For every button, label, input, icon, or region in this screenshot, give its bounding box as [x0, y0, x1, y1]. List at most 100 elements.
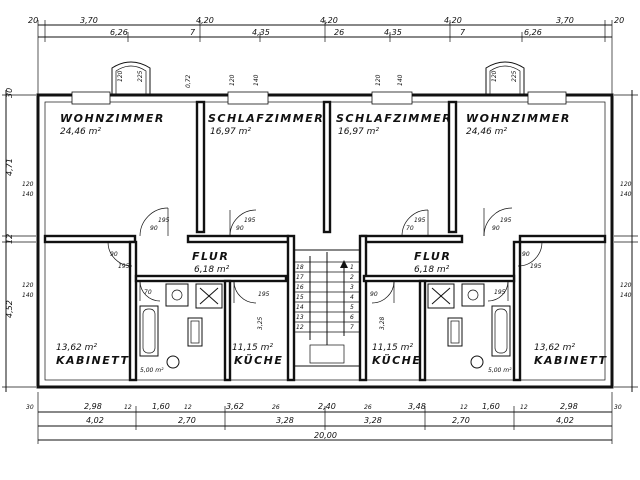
svg-text:3,25: 3,25 [257, 316, 264, 330]
svg-text:2,98: 2,98 [84, 402, 102, 411]
svg-text:12: 12 [184, 404, 192, 411]
svg-text:120: 120 [117, 70, 124, 82]
svg-text:12: 12 [124, 404, 132, 411]
room-name-flur-right: FLUR [414, 250, 451, 263]
svg-text:195: 195 [258, 291, 270, 298]
room-name-kueche-left: KÜCHE [234, 353, 283, 367]
total-width: 20,00 [314, 431, 337, 440]
svg-text:140: 140 [397, 74, 404, 86]
svg-text:140: 140 [620, 191, 632, 198]
door-labels: 90 195 90 195 70 195 90 195 90 195 90 19… [110, 217, 542, 298]
svg-text:0,72: 0,72 [185, 74, 192, 88]
top-dim-3: 4,20 [196, 16, 214, 25]
top-window-labels: 120 140 120 140 [229, 74, 404, 86]
svg-text:30: 30 [26, 404, 34, 411]
svg-text:70: 70 [406, 225, 414, 232]
svg-text:5: 5 [350, 304, 354, 311]
svg-text:1: 1 [350, 264, 354, 271]
svg-text:90: 90 [522, 251, 530, 258]
svg-text:120: 120 [22, 282, 34, 289]
svg-text:70: 70 [144, 289, 152, 296]
top-dim-13: 7 [460, 28, 466, 37]
svg-text:195: 195 [530, 263, 542, 270]
svg-text:90: 90 [150, 225, 158, 232]
svg-text:120: 120 [375, 74, 382, 86]
svg-text:15: 15 [296, 294, 304, 301]
svg-text:140: 140 [22, 292, 34, 299]
room-labels: WOHNZIMMER 24,46 m² SCHLAFZIMMER 16,97 m… [56, 112, 606, 367]
svg-text:4,52: 4,52 [5, 300, 14, 318]
bathroom-dims: 3,25 3,28 [257, 316, 386, 330]
building-walls [36, 91, 614, 389]
svg-text:17: 17 [296, 274, 304, 281]
svg-text:3,62: 3,62 [226, 402, 244, 411]
top-dimension-lines: 20 3,70 4,20 4,20 4,20 3,70 20 6,26 7 4,… [28, 16, 624, 95]
svg-text:225: 225 [137, 70, 144, 82]
bottom-dimension-lines: 30 2,98 12 1,60 12 3,62 26 2,40 26 3,48 … [26, 392, 622, 444]
svg-text:195: 195 [158, 217, 170, 224]
top-dim-9: 7 [190, 28, 196, 37]
svg-text:12: 12 [520, 404, 528, 411]
svg-text:120: 120 [620, 282, 632, 289]
svg-text:3,28: 3,28 [276, 416, 294, 425]
room-name-wohnzimmer-right: WOHNZIMMER [466, 112, 571, 125]
kitchen-left-stove [165, 283, 223, 309]
top-dim-4: 4,20 [320, 16, 338, 25]
svg-text:140: 140 [253, 74, 260, 86]
room-name-schlafzimmer-right: SCHLAFZIMMER [336, 112, 452, 125]
room-area-wohnzimmer-left: 24,46 m² [60, 127, 101, 137]
room-area-kabinett-left: 13,62 m² [56, 343, 97, 353]
svg-text:2,98: 2,98 [560, 402, 578, 411]
svg-text:225: 225 [511, 70, 518, 82]
ofen-label: 0,72 [185, 74, 192, 88]
bathroom-right-fixtures: 5,00 m² [447, 305, 512, 374]
staircase: 18 17 16 15 14 13 12 1 2 3 4 5 6 7 [293, 249, 361, 367]
svg-text:7: 7 [350, 324, 354, 331]
room-name-kueche-right: KÜCHE [372, 353, 421, 367]
svg-text:30: 30 [5, 88, 14, 98]
svg-text:14: 14 [296, 304, 304, 311]
svg-text:90: 90 [110, 251, 118, 258]
svg-text:195: 195 [244, 217, 256, 224]
room-area-flur-right: 6,18 m² [414, 265, 450, 275]
svg-text:12: 12 [460, 404, 468, 411]
svg-text:26: 26 [364, 404, 372, 411]
svg-text:90: 90 [370, 291, 378, 298]
top-dim-12: 4,35 [384, 28, 402, 37]
svg-text:30: 30 [614, 404, 622, 411]
svg-text:195: 195 [500, 217, 512, 224]
svg-text:3,48: 3,48 [408, 402, 426, 411]
bad-right-area: 5,00 m² [488, 367, 512, 374]
svg-text:140: 140 [22, 191, 34, 198]
room-name-kabinett-left: KABINETT [56, 354, 130, 367]
room-area-wohnzimmer-right: 24,46 m² [466, 127, 507, 137]
bathroom-left-fixtures: 5,00 m² [139, 305, 203, 374]
svg-text:12: 12 [5, 234, 14, 244]
svg-text:13: 13 [296, 314, 304, 321]
top-dim-7: 20 [614, 16, 624, 25]
top-dim-14: 6,26 [524, 28, 542, 37]
svg-text:90: 90 [236, 225, 244, 232]
svg-text:195: 195 [494, 289, 506, 296]
svg-text:3,28: 3,28 [364, 416, 382, 425]
top-dim-6: 3,70 [556, 16, 574, 25]
right-dimension-lines: 120 140 120 140 [614, 90, 638, 392]
balcony-left: 120 225 [111, 61, 151, 95]
kitchen-right-stove [427, 283, 485, 309]
top-dim-2: 3,70 [80, 16, 98, 25]
balcony-right: 120 225 [485, 61, 525, 95]
svg-text:2: 2 [350, 274, 354, 281]
svg-text:2,40: 2,40 [318, 402, 336, 411]
top-dim-11: 26 [334, 28, 344, 37]
svg-text:120: 120 [620, 181, 632, 188]
top-dim-8: 6,26 [110, 28, 128, 37]
svg-text:1,60: 1,60 [152, 402, 170, 411]
room-name-schlafzimmer-left: SCHLAFZIMMER [208, 112, 324, 125]
svg-text:4,02: 4,02 [556, 416, 574, 425]
room-area-kueche-right: 11,15 m² [372, 343, 413, 353]
left-dimension-lines: 30 4,71 12 4,52 120 140 120 140 [2, 88, 36, 392]
svg-text:120: 120 [491, 70, 498, 82]
svg-text:120: 120 [229, 74, 236, 86]
svg-text:12: 12 [296, 324, 304, 331]
svg-text:26: 26 [272, 404, 280, 411]
